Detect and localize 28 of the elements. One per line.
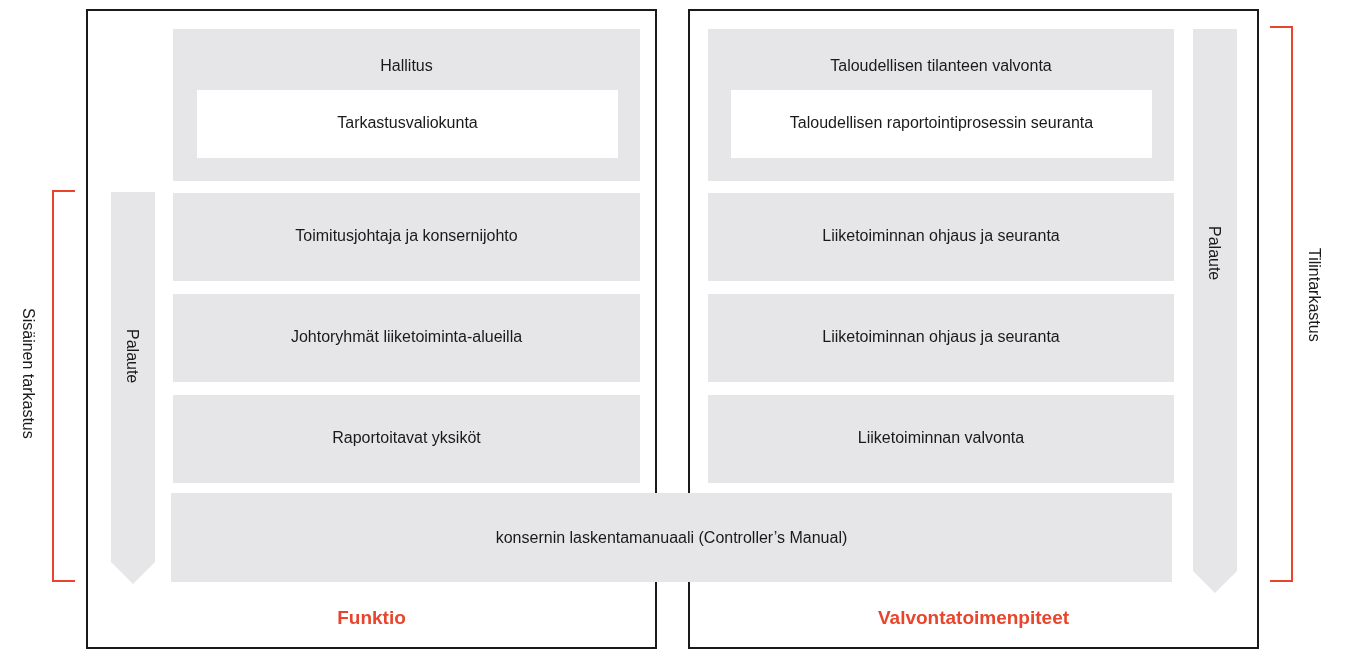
process-box xyxy=(171,493,1172,582)
process-box xyxy=(197,90,618,158)
process-box xyxy=(708,395,1174,483)
box-label: Liiketoiminnan ohjaus ja seuranta xyxy=(821,227,1061,245)
process-box xyxy=(731,90,1152,158)
side-label: Sisäinen tarkastus xyxy=(19,308,37,439)
panel-heading: Funktio xyxy=(336,607,407,629)
box-label: Toimitusjohtaja ja konsernijohto xyxy=(294,227,519,245)
arrow-label: Palaute xyxy=(123,329,141,384)
box-label: Tarkastusvaliokunta xyxy=(336,114,479,132)
arrow-label: Palaute xyxy=(1205,226,1223,281)
box-label: konsernin laskentamanuaali (Controller’s Manual) xyxy=(494,529,849,547)
box-label: Raportoitavat yksiköt xyxy=(331,429,482,447)
process-box xyxy=(708,193,1174,281)
box-label: Hallitus xyxy=(379,57,434,75)
box-label: Liiketoiminnan ohjaus ja seuranta xyxy=(821,328,1061,346)
box-label: Liiketoiminnan valvonta xyxy=(856,429,1026,447)
side-label: Tilintarkastus xyxy=(1305,248,1323,342)
box-label: Johtoryhmät liiketoiminta-alueilla xyxy=(289,328,524,346)
box-label: Taloudellisen tilanteen valvonta xyxy=(829,57,1053,75)
box-label: Taloudellisen raportointiprosessin seuranta xyxy=(788,114,1095,132)
process-box xyxy=(173,193,640,281)
process-box xyxy=(173,294,640,382)
panel-heading: Valvontatoimenpiteet xyxy=(876,607,1071,629)
process-box xyxy=(173,395,640,483)
process-box xyxy=(708,29,1174,181)
process-box xyxy=(173,29,640,181)
process-box xyxy=(708,294,1174,382)
